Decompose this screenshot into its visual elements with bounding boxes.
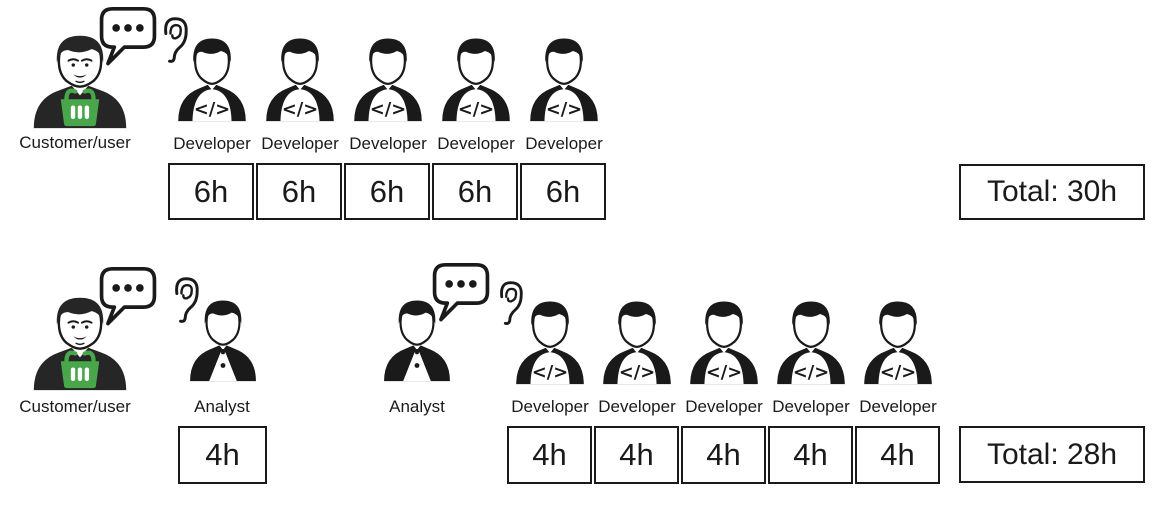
developer-figure: [510, 297, 590, 386]
developer-code-icon: [771, 297, 851, 386]
developer-code-icon: [684, 297, 764, 386]
developer-figure: [436, 34, 516, 123]
hours-box: 4h: [855, 426, 940, 484]
hours-box: 4h: [178, 426, 267, 484]
developer-label: Developer: [525, 134, 603, 153]
developer-label: Developer: [772, 397, 850, 416]
developer-figure: [348, 34, 428, 123]
developer-code-icon: [172, 34, 252, 123]
developer-figure: [684, 297, 764, 386]
analyst-label: Analyst: [389, 397, 445, 416]
developer-code-icon: [436, 34, 516, 123]
developer-code-icon: [524, 34, 604, 123]
developer-code-icon: [597, 297, 677, 386]
developer-label: Developer: [437, 134, 515, 153]
developer-label: Developer: [859, 397, 937, 416]
developer-figure: [771, 297, 851, 386]
developer-code-icon: [858, 297, 938, 386]
hours-box: 4h: [507, 426, 592, 484]
total-box: Total: 30h: [959, 164, 1145, 220]
hours-box: 6h: [520, 163, 606, 220]
hours-box: 4h: [681, 426, 766, 484]
developer-label: Developer: [261, 134, 339, 153]
hours-box: 6h: [256, 163, 342, 220]
hours-box: 6h: [344, 163, 430, 220]
developer-label: Developer: [349, 134, 427, 153]
speech-bubble-icon: [97, 266, 159, 330]
developer-figure: [260, 34, 340, 123]
developer-figure: [858, 297, 938, 386]
speech-bubble-icon: [97, 6, 159, 70]
hours-box: 6h: [168, 163, 254, 220]
hours-box: 4h: [594, 426, 679, 484]
developer-label: Developer: [511, 397, 589, 416]
analyst-figure: [184, 296, 262, 383]
developer-figure: [597, 297, 677, 386]
developer-figure: [172, 34, 252, 123]
developer-figure: [524, 34, 604, 123]
analyst-bowtie-icon: [184, 296, 262, 383]
customer-label: Customer/user: [19, 397, 131, 416]
developer-code-icon: [510, 297, 590, 386]
developer-label: Developer: [598, 397, 676, 416]
speech-bubble-icon: [430, 262, 492, 326]
developer-code-icon: [348, 34, 428, 123]
hours-box: 4h: [768, 426, 853, 484]
developer-label: Developer: [685, 397, 763, 416]
customer-label: Customer/user: [19, 133, 131, 152]
developer-label: Developer: [173, 134, 251, 153]
total-box: Total: 28h: [959, 426, 1145, 483]
developer-code-icon: [260, 34, 340, 123]
analyst-label: Analyst: [194, 397, 250, 416]
hours-box: 6h: [432, 163, 518, 220]
